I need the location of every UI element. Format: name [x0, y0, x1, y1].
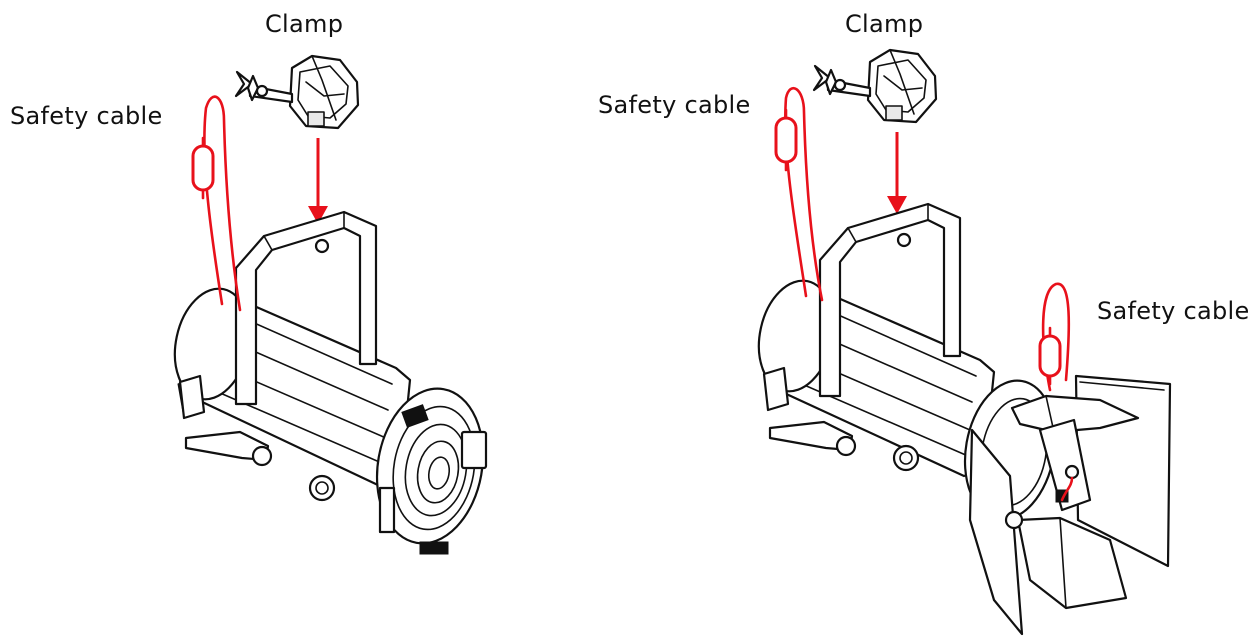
yoke-icon: [818, 202, 962, 398]
left-clamp-label: Clamp: [265, 10, 344, 38]
arrow-head: [887, 196, 907, 214]
arrow-head: [308, 206, 328, 224]
safety-cable-icon: [774, 86, 824, 302]
clamp-icon: [234, 54, 360, 130]
left-safety-cable-label: Safety cable: [10, 102, 163, 130]
barn-door-icon: [968, 374, 1172, 636]
left-assembly: [173, 54, 488, 555]
fixture-icon: [757, 279, 1057, 521]
right-safety-cable-label-top: Safety cable: [598, 91, 751, 119]
safety-cable-icon: [191, 95, 242, 312]
clamp-icon: [812, 48, 938, 124]
down-arrow-icon: [887, 132, 907, 214]
right-assembly: [757, 48, 1172, 636]
right-safety-cable-label-side: Safety cable: [1097, 297, 1250, 325]
right-clamp-label: Clamp: [845, 10, 924, 38]
yoke-icon: [234, 210, 378, 406]
fixture-icon: [173, 287, 488, 555]
safety-cable-icon: [1038, 282, 1074, 502]
down-arrow-icon: [308, 138, 328, 224]
